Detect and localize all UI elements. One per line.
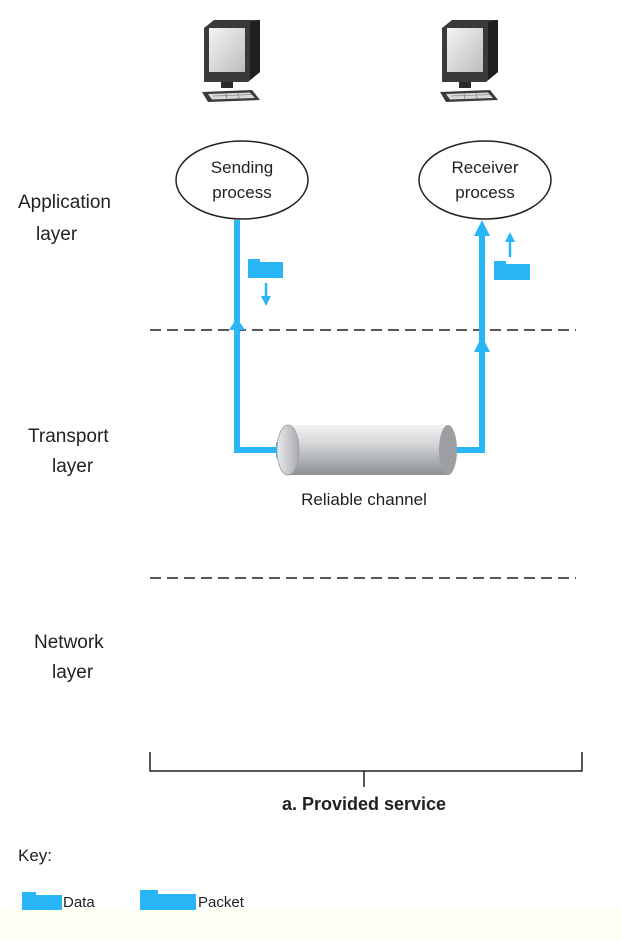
computer-icon xyxy=(439,19,499,103)
received-data-block xyxy=(494,264,530,280)
sending-process-label-line1: Sending xyxy=(211,158,273,177)
layer-label-application-line1: Application xyxy=(18,192,111,213)
send-path xyxy=(234,220,276,453)
receiver-process-label-line2: process xyxy=(455,183,515,202)
receive-path xyxy=(455,236,485,453)
layer-label-network-line2: layer xyxy=(52,662,94,683)
layer-label-transport-line2: layer xyxy=(52,456,94,477)
bottom-strip xyxy=(0,910,621,938)
computer-icon xyxy=(201,19,261,103)
receive-arrowhead xyxy=(474,220,490,236)
receiver-process-label-line1: Receiver xyxy=(451,158,518,177)
key-data-swatch xyxy=(22,895,62,910)
sent-data-block xyxy=(248,262,283,278)
key-packet-label: Packet xyxy=(198,894,245,911)
key-title: Key: xyxy=(18,846,52,865)
receive-layer-crossing-marker xyxy=(474,336,490,352)
reliable-channel-pipe xyxy=(276,424,457,476)
key-data-label: Data xyxy=(63,894,95,911)
service-bracket xyxy=(149,752,583,772)
sending-process-label-line2: process xyxy=(212,183,272,202)
figure-caption: a. Provided service xyxy=(282,794,446,814)
reliable-channel-label: Reliable channel xyxy=(301,490,427,509)
layer-label-transport-line1: Transport xyxy=(28,426,109,447)
layer-label-network-line1: Network xyxy=(34,632,104,653)
send-layer-crossing-marker xyxy=(229,318,245,330)
layer-label-application-line2: layer xyxy=(36,224,78,245)
receiver-process-ellipse xyxy=(418,140,552,220)
key-packet-swatch xyxy=(140,894,196,914)
sending-process-ellipse xyxy=(175,140,309,220)
